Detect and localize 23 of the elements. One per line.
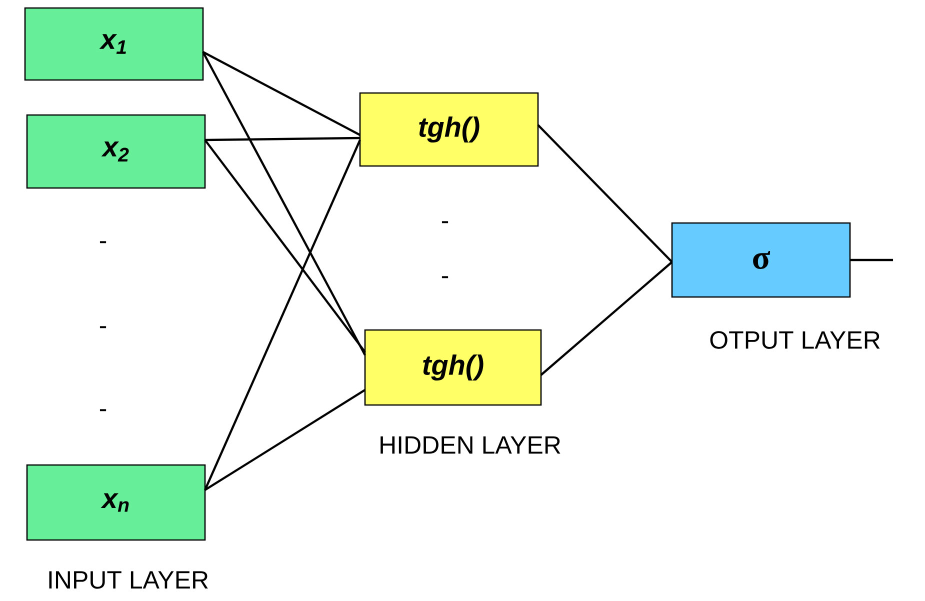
input-box: x$_{n}$ xyxy=(26,464,206,541)
connection-line xyxy=(540,261,673,376)
input-box: x$_{2}$ xyxy=(26,114,206,189)
layer-label: - xyxy=(100,241,106,244)
hidden-box: tgh() xyxy=(359,92,539,167)
layer-label: INPUT LAYER xyxy=(49,571,208,589)
hidden-box: tgh() xyxy=(364,329,542,406)
connection-line xyxy=(202,51,366,356)
output-box: σ xyxy=(671,222,851,298)
connection-line xyxy=(204,139,366,353)
layer-label: HIDDEN LAYER xyxy=(380,436,560,454)
connection-line xyxy=(850,258,893,262)
connection-line xyxy=(204,140,362,490)
layer-label: OTPUT LAYER xyxy=(710,331,880,349)
layer-label: - xyxy=(442,276,448,278)
layer-label: - xyxy=(100,409,106,412)
layer-label: - xyxy=(100,326,106,328)
connection-line xyxy=(205,136,360,142)
connection-line xyxy=(537,124,673,263)
connection-line xyxy=(204,389,366,491)
input-box: x$_{1}$ xyxy=(24,7,204,81)
layer-label: - xyxy=(442,221,448,224)
connection-line xyxy=(202,51,361,136)
